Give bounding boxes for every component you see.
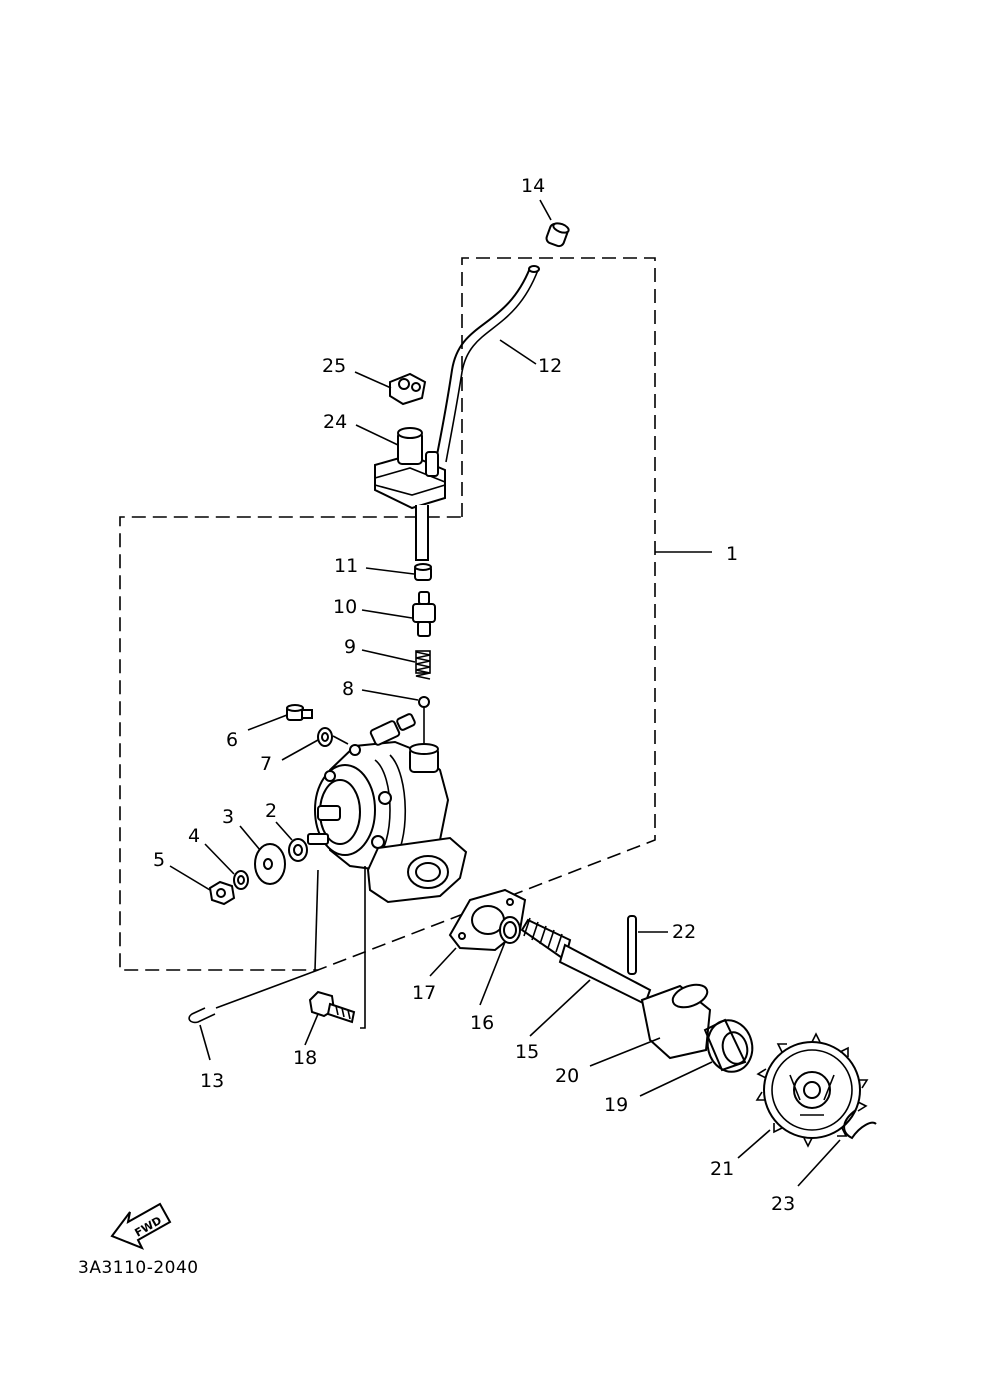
part-13-clip <box>188 1007 216 1024</box>
part-21-gear <box>755 1032 869 1148</box>
part-4-lockwasher <box>233 870 249 890</box>
label-22: 22 <box>672 921 696 943</box>
part-24-union <box>374 427 446 510</box>
leader-line-13 <box>199 1024 211 1061</box>
part-16-oring <box>499 916 521 944</box>
leader-line-23 <box>797 1139 841 1187</box>
part-12-pipe <box>435 267 531 461</box>
label-12: 12 <box>538 355 562 377</box>
leader-line-3 <box>239 825 261 851</box>
label-20: 20 <box>555 1065 579 1087</box>
leader-line-14 <box>539 199 552 221</box>
label-9: 9 <box>344 636 356 658</box>
part-18-bolt <box>308 990 356 1024</box>
label-24: 24 <box>323 411 347 433</box>
label-2: 2 <box>265 800 277 822</box>
part-10-fitting <box>412 591 436 637</box>
oil-pump-body <box>307 713 468 904</box>
label-23: 23 <box>771 1193 795 1215</box>
label-4: 4 <box>188 825 200 847</box>
leader-line-16 <box>479 941 506 1006</box>
leader-line-7 <box>281 739 319 761</box>
label-19: 19 <box>604 1094 628 1116</box>
part-2-washer <box>288 838 308 862</box>
leader-line-15 <box>529 979 591 1037</box>
leader-line-24 <box>355 424 399 446</box>
label-16: 16 <box>470 1012 494 1034</box>
leader-line-12 <box>499 339 537 365</box>
part-8-ball <box>418 696 430 708</box>
label-11: 11 <box>334 555 358 577</box>
part-7-washer <box>317 727 333 747</box>
leader-line-20 <box>589 1037 661 1067</box>
part-9-spring <box>415 650 431 680</box>
leader-line-9 <box>361 649 416 663</box>
label-1: 1 <box>726 543 738 565</box>
part-3-plate <box>254 843 286 885</box>
part-19-bearing <box>703 1018 754 1073</box>
part-23-circlip <box>843 1109 877 1140</box>
part-20-sleeve <box>640 983 712 1060</box>
fwd-arrow-icon: FWD <box>110 1202 172 1250</box>
leader-line-25 <box>354 371 392 389</box>
leader-line-6 <box>247 714 288 731</box>
label-3: 3 <box>222 806 234 828</box>
label-25: 25 <box>322 355 346 377</box>
label-18: 18 <box>293 1047 317 1069</box>
part-25-clamp <box>389 372 427 406</box>
leader-line-19 <box>639 1061 713 1097</box>
leader-line-18 <box>304 1013 319 1046</box>
label-6: 6 <box>226 729 238 751</box>
drawing-code: 3A3110-2040 <box>78 1258 199 1278</box>
label-13: 13 <box>200 1070 224 1092</box>
part-22-pin <box>627 915 637 975</box>
leader-line-10 <box>361 609 413 619</box>
label-15: 15 <box>515 1041 539 1063</box>
leader-line-5 <box>169 865 211 891</box>
label-7: 7 <box>260 753 272 775</box>
leader-line-11 <box>365 567 415 575</box>
part-5-nut <box>208 880 236 906</box>
part-6-screw <box>286 704 313 721</box>
leader-line-2 <box>275 821 293 841</box>
leader-line-8 <box>361 689 419 701</box>
lower-pipe <box>415 505 429 561</box>
label-21: 21 <box>710 1158 734 1180</box>
part-11-bolt <box>414 563 432 581</box>
leader-line-4 <box>204 843 235 875</box>
leader-line-21 <box>737 1129 771 1159</box>
label-10: 10 <box>333 596 357 618</box>
label-14: 14 <box>521 175 545 197</box>
label-17: 17 <box>412 982 436 1004</box>
leader-line-17 <box>429 947 457 977</box>
label-5: 5 <box>153 849 165 871</box>
label-8: 8 <box>342 678 354 700</box>
part-14-cap <box>545 222 570 248</box>
